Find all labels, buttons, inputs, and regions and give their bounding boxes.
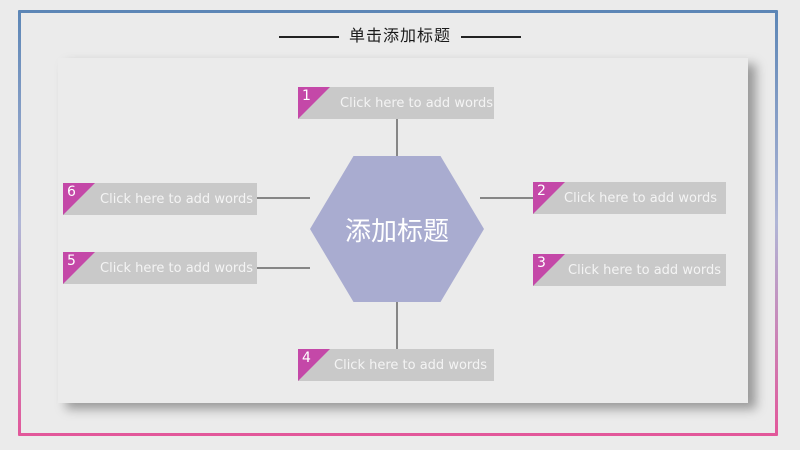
item-number-5: 5	[67, 253, 76, 269]
item-text-6: Click here to add words	[100, 191, 254, 207]
item-box-6[interactable]: 6 Click here to add words	[63, 183, 257, 215]
center-label: 添加标题	[344, 216, 449, 247]
title-dash-right-2	[491, 35, 522, 38]
title-dash-left-2	[308, 35, 339, 38]
item-box-4[interactable]: 4 Click here to add words	[298, 349, 494, 381]
title-dash-left	[278, 35, 309, 38]
item-text-5: Click here to add words	[100, 260, 254, 276]
item-number-6: 6	[67, 184, 76, 200]
item-text-2: Click here to add words	[564, 190, 718, 206]
item-text-3: Click here to add words	[568, 262, 722, 278]
item-box-2[interactable]: 2 Click here to add words	[533, 182, 726, 214]
item-box-1[interactable]: 1 Click here to add words	[298, 87, 494, 119]
item-number-1: 1	[302, 88, 311, 104]
item-text-1: Click here to add words	[340, 95, 494, 111]
slide-title[interactable]: 单击添加标题	[0, 22, 800, 46]
title-dash-right	[461, 35, 492, 38]
item-number-4: 4	[302, 350, 311, 366]
item-number-2: 2	[537, 183, 546, 199]
item-box-3[interactable]: 3 Click here to add words	[533, 254, 726, 286]
item-text-4: Click here to add words	[334, 357, 488, 373]
item-box-5[interactable]: 5 Click here to add words	[63, 252, 257, 284]
item-number-3: 3	[537, 255, 546, 271]
title-text: 单击添加标题	[348, 26, 451, 45]
